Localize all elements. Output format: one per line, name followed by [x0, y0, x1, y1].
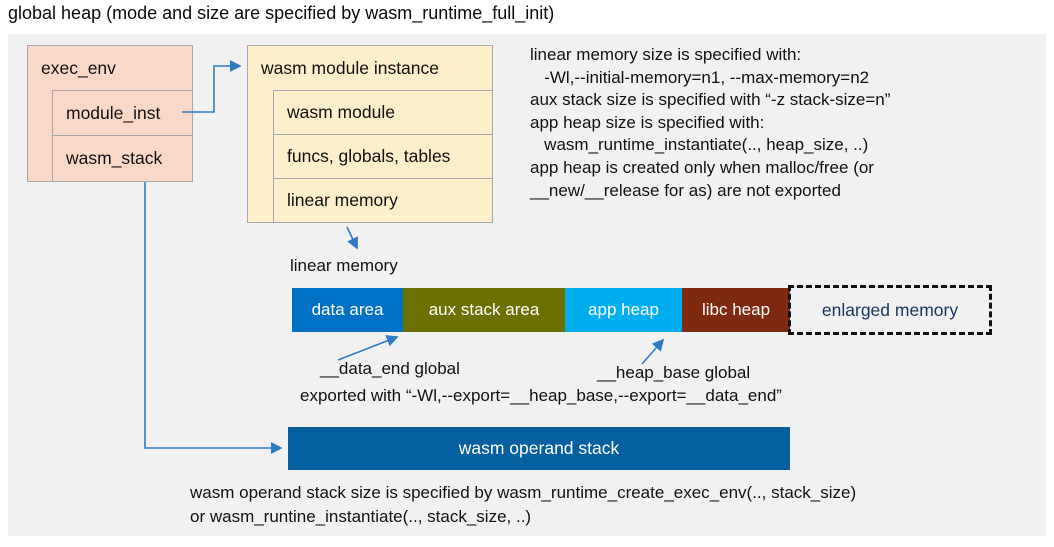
segment-app-heap: app heap: [565, 288, 682, 332]
segment-aux-stack-area: aux stack area: [403, 288, 565, 332]
segment-enlarged-memory: enlarged memory: [788, 285, 992, 335]
heap-base-global-label: __heap_base global: [597, 363, 751, 382]
exec-env-title: exec_env: [41, 58, 116, 78]
operand-stack-notes: wasm operand stack size is specified by …: [190, 481, 856, 528]
note-line: -Wl,--initial-memory=n1, --max-memory=n2: [530, 67, 870, 87]
note-line: linear memory size is specified with:: [530, 45, 802, 64]
segment-data-area: data area: [292, 288, 403, 332]
data-end-global-label: __data_end global: [320, 359, 460, 378]
diagram-title: global heap (mode and size are specified…: [8, 3, 555, 23]
module-instance-title: wasm module instance: [261, 58, 439, 78]
footer-line: wasm operand stack size is specified by …: [190, 483, 857, 502]
exec-env-field-module-inst: module_inst: [52, 90, 193, 136]
module-instance-field-wasm-module: wasm module: [273, 90, 493, 135]
linear-memory-bar: data area aux stack area app heap libc h…: [292, 288, 790, 332]
footer-line: or wasm_runtine_instantiate(.., stack_si…: [190, 506, 532, 526]
wasm-operand-stack-bar: wasm operand stack: [288, 427, 790, 470]
exec-env-field-wasm-stack: wasm_stack: [52, 135, 193, 182]
note-line: aux stack size is specified with “-z sta…: [530, 90, 891, 110]
note-line: wasm_runtime_instantiate(.., heap_size, …: [530, 135, 869, 155]
exported-with-label: exported with “-Wl,--export=__heap_base,…: [300, 386, 782, 405]
module-instance-box: wasm module instance wasm module funcs, …: [247, 45, 493, 223]
segment-libc-heap: libc heap: [682, 288, 790, 332]
linear-memory-label: linear memory: [290, 256, 398, 275]
note-line: app heap size is specified with:: [530, 112, 765, 132]
exec-env-box: exec_env module_inst wasm_stack: [27, 45, 193, 182]
memory-size-notes: linear memory size is specified with: -W…: [530, 44, 890, 202]
note-line: __new/__release for as) are not exported: [530, 180, 841, 200]
note-line: app heap is created only when malloc/fre…: [530, 157, 874, 177]
module-instance-field-linear-memory: linear memory: [273, 178, 493, 223]
module-instance-field-funcs-globals-tables: funcs, globals, tables: [273, 134, 493, 179]
